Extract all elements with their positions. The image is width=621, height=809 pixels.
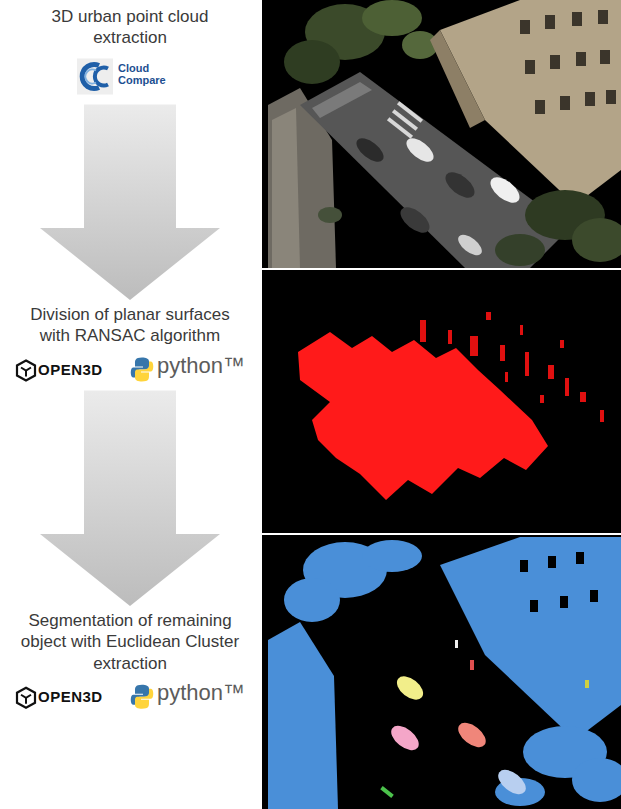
block-arrow: [40, 105, 220, 301]
step-block: 3D urban point cloud extraction: [15, 6, 245, 101]
logo-text: Cloud Compare: [118, 62, 176, 87]
logo-text: python™: [157, 680, 245, 706]
logo-text: OPEN3D: [38, 361, 103, 378]
step-block: Segmentation of remaining object with Eu…: [15, 610, 245, 714]
python-icon: [131, 358, 154, 382]
logo-text: python™: [157, 353, 245, 379]
step-text: Segmentation of remaining object with Eu…: [15, 610, 245, 674]
open3d-icon: [17, 688, 35, 708]
step-text: Division of planar surfaces with RANSAC …: [15, 304, 245, 347]
step-text: 3D urban point cloud extraction: [15, 6, 245, 49]
block-arrow: [40, 391, 220, 607]
logo-text: OPEN3D: [38, 688, 103, 705]
open3d-icon: [17, 361, 35, 381]
cloudcompare-icon: [77, 59, 113, 95]
cluster-segmentation: [262, 535, 621, 809]
python-icon: [131, 685, 154, 709]
raw-point-cloud: [262, 0, 621, 268]
step-block: Division of planar surfaces with RANSAC …: [15, 304, 245, 387]
ransac-plane: [262, 270, 621, 533]
